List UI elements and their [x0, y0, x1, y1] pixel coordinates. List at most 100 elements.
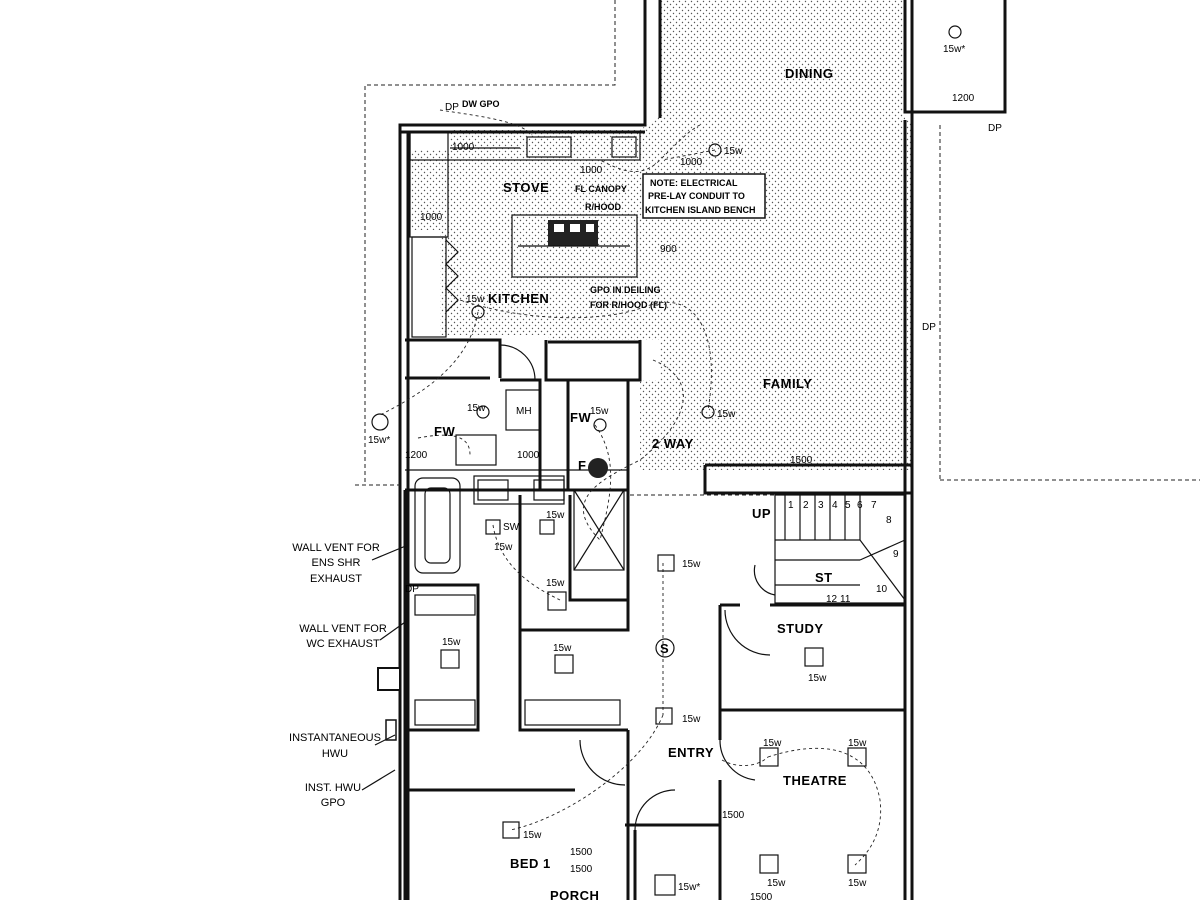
stair-number: 3 — [818, 500, 824, 511]
watt-label: 15w* — [943, 44, 965, 55]
light-fixture — [948, 25, 962, 39]
callout-wc-vent-2: WC EXHAUST — [306, 638, 380, 650]
dim-1200-left: 1200 — [405, 450, 428, 461]
note-gpo-ceiling-2: FOR R/HOOD (FL) — [590, 300, 667, 310]
watt-label: 15w — [466, 294, 485, 305]
label-up: UP — [752, 506, 771, 521]
label-stove: STOVE — [503, 180, 549, 195]
dim-1000-b: 1000 — [580, 165, 603, 176]
light-fixture — [476, 405, 490, 419]
dim-1500-c: 1500 — [570, 864, 593, 875]
watt-label: 15w — [494, 542, 513, 553]
watt-label: 15w* — [678, 882, 700, 893]
site-boundary-lines — [355, 0, 1200, 496]
dimension-labels: 1000 1000 1000 1000 900 1200 1200 1000 1… — [405, 93, 975, 900]
light-fixture — [539, 519, 555, 535]
watt-label: 15w — [546, 510, 565, 521]
light-fixture — [440, 649, 460, 669]
label-kitchen: KITCHEN — [488, 291, 549, 306]
exhaust-fan — [588, 458, 608, 478]
stair-number: 10 — [876, 584, 888, 595]
watt-label: 15w — [808, 673, 827, 684]
callout-hwu-gpo-1: INST. HWU — [305, 782, 361, 794]
callout-hwu-gpo-2: GPO — [321, 797, 346, 809]
note-box — [642, 173, 766, 219]
callouts: WALL VENT FOR ENS SHR EXHAUST WALL VENT … — [289, 542, 409, 809]
light-fixture — [655, 707, 673, 725]
note-dp-right: DP — [988, 123, 1002, 134]
smoke-detector — [655, 638, 675, 658]
stair-number: 7 — [871, 500, 877, 511]
kitchen-bench — [409, 131, 641, 338]
watt-label: 15w — [682, 559, 701, 570]
electrical-wiring — [379, 109, 882, 866]
interior-walls — [403, 338, 914, 900]
light-fixture — [471, 305, 485, 319]
stair-number: 4 — [832, 500, 838, 511]
watt-label: 15w* — [368, 435, 390, 446]
light-fixture — [593, 418, 607, 432]
watt-label: 15w — [767, 878, 786, 889]
dim-1500-b: 1500 — [570, 847, 593, 858]
label-fw-laundry: FW — [434, 424, 455, 439]
note-canopy-1: FL CANOPY — [575, 184, 627, 194]
label-theatre: THEATRE — [783, 773, 847, 788]
label-bed1: BED 1 — [510, 856, 551, 871]
watt-label: 15w — [467, 403, 486, 414]
watt-label: 15w — [682, 714, 701, 725]
watt-label: 15w — [763, 738, 782, 749]
light-fixture — [554, 654, 574, 674]
label-dining: DINING — [785, 66, 834, 81]
dim-1000-laundry: 1000 — [517, 450, 540, 461]
light-fixture — [759, 854, 779, 874]
light-fixture — [759, 747, 779, 767]
light-fixture — [502, 821, 520, 839]
stair-number: 1 — [788, 500, 794, 511]
label-f: F — [578, 458, 586, 473]
dim-1000-a: 1000 — [452, 142, 475, 153]
dim-1500-d: 1500 — [750, 892, 773, 900]
note-canopy-2: R/HOOD — [585, 202, 622, 212]
wattage-labels: 15w* 15w 15w 15w 15w* 15w 15w 15w 15w 15… — [368, 44, 965, 893]
stair-number: 5 — [845, 500, 851, 511]
callout-hwu-2: HWU — [322, 748, 348, 760]
light-fixture — [708, 143, 722, 157]
callout-hwu-1: INSTANTANEOUS — [289, 732, 381, 744]
label-two-way: 2 WAY — [652, 436, 694, 451]
watt-label: 15w — [546, 578, 565, 589]
kitchen-island — [511, 214, 638, 278]
watt-label: 15w — [590, 406, 609, 417]
watt-label: 15w — [523, 830, 542, 841]
ceiling-lights — [371, 25, 962, 896]
note-electrical-2: PRE-LAY CONDUIT TO — [648, 191, 745, 201]
callout-ens-vent-1: WALL VENT FOR — [292, 542, 380, 554]
label-family: FAMILY — [763, 376, 812, 391]
light-fixture — [804, 647, 824, 667]
stair-number: 8 — [886, 515, 892, 526]
light-fixture — [701, 405, 715, 419]
label-s: S — [660, 641, 669, 656]
staircase — [774, 494, 906, 604]
note-dp-left: DP — [405, 584, 419, 595]
callout-ens-vent-3: EXHAUST — [310, 573, 362, 585]
door-swings — [499, 344, 776, 831]
ensuite-fixtures — [377, 389, 625, 741]
stair-number: 12 — [826, 594, 838, 605]
light-fixture — [547, 591, 567, 611]
stair-number: 11 — [840, 594, 851, 605]
dim-1000-c: 1000 — [680, 157, 703, 168]
label-mh: MH — [516, 406, 532, 417]
label-entry: ENTRY — [668, 745, 714, 760]
watt-label: 15w — [442, 637, 461, 648]
dim-1000-d: 1000 — [420, 212, 443, 223]
label-stair: ST — [815, 570, 833, 585]
stair-number: 9 — [893, 549, 899, 560]
callout-ens-vent-2: ENS SHR — [312, 557, 361, 569]
light-fixture — [847, 854, 867, 874]
stair-number: 2 — [803, 500, 809, 511]
note-electrical-1: NOTE: ELECTRICAL — [650, 178, 738, 188]
stair-number: 6 — [857, 500, 863, 511]
dim-1200-top: 1200 — [952, 93, 975, 104]
light-fixture — [847, 747, 867, 767]
light-fixture — [657, 554, 675, 572]
